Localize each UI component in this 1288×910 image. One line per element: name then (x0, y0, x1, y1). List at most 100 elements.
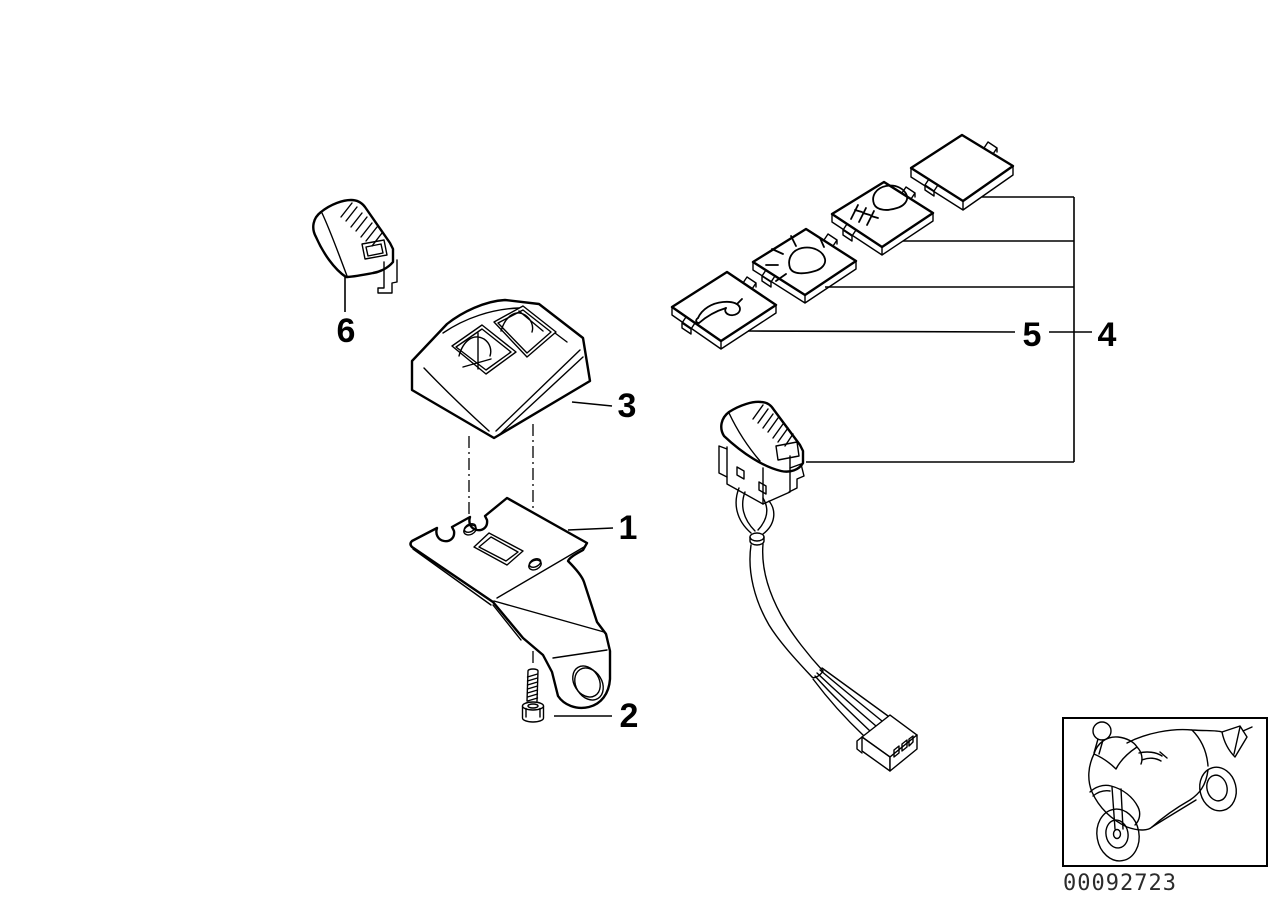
housing-skirt-line (495, 349, 584, 435)
rear-wheel (1199, 766, 1237, 812)
switch-rocker-crease (728, 412, 761, 462)
switch-rocker-window (775, 441, 800, 461)
bracket-thickness-edge (412, 548, 522, 641)
harness-wire-fan (812, 667, 889, 737)
motorcycle-icon (1088, 721, 1253, 862)
switch-side-tab (718, 445, 728, 478)
callout-4[interactable]: 4 (1098, 316, 1117, 354)
callout-1[interactable]: 1 (619, 509, 638, 547)
bracket-square-hole-rim (478, 536, 519, 562)
screw-head-facet (525, 707, 541, 718)
harness-ferrule (749, 532, 765, 546)
fog-light-cap (830, 180, 935, 256)
bracket-arm-hole-rim (572, 665, 601, 698)
wire (816, 672, 877, 727)
rocker-cap-window (361, 239, 388, 260)
front-fender (1089, 784, 1141, 826)
cap-lug (823, 233, 838, 247)
ridge-line (371, 232, 383, 247)
bracket-fold-line (493, 600, 605, 633)
switch-body-slot (758, 481, 767, 495)
ferrule-ring (749, 532, 765, 542)
callout-6[interactable]: 6 (337, 312, 356, 350)
connector-pin-slot (908, 735, 914, 747)
cap-lug (742, 276, 757, 290)
switch-rocker-outline (720, 400, 805, 473)
housing-front-crease (423, 367, 490, 432)
callout-labels: 1 2 3 4 5 6 (337, 312, 1117, 735)
symbol-caps (670, 133, 1015, 350)
front-hub (1105, 819, 1129, 849)
bracket-fold-line (552, 649, 608, 659)
harness-sleeve (749, 543, 824, 679)
horn-cap (670, 270, 778, 350)
part-mounting-bracket (409, 496, 612, 710)
harness-connector (856, 714, 918, 772)
cap-thickness (831, 212, 934, 256)
connector-pin-slot (893, 745, 900, 758)
housing-opening-left (451, 324, 517, 375)
housing-opening-right-detail (500, 310, 544, 333)
switch-body-slot (736, 466, 745, 480)
wire (819, 669, 883, 722)
wire (742, 491, 756, 532)
leader-horn-cap-to-5 (747, 330, 1016, 333)
ridge-line (772, 423, 789, 443)
ref-thumbnail: 00092723 (1062, 717, 1268, 896)
cap-lug (681, 316, 696, 335)
leader-callout-3 (571, 401, 613, 407)
bracket-square-hole (473, 532, 524, 566)
callout-2[interactable]: 2 (620, 697, 639, 735)
blank-cap (909, 133, 1015, 211)
rocker-cap-clip (377, 259, 398, 294)
switch-body-clip (788, 463, 805, 493)
bracket-hole-right-rim (528, 558, 542, 568)
thread-line (526, 693, 539, 698)
sleeve-edge (749, 544, 813, 678)
thread-line (526, 697, 539, 702)
housing-opening-right (493, 305, 557, 358)
thread-line (526, 689, 539, 694)
rocker-cap-ridges (340, 202, 383, 247)
ridge-line (360, 222, 378, 242)
front-axle (1112, 828, 1122, 840)
rear-hub (1206, 774, 1228, 802)
wire (757, 497, 768, 531)
connector-step (856, 736, 863, 754)
rocker-cap-window-inner (365, 243, 384, 257)
headlight-icon (765, 235, 827, 282)
housing-opening-right-rim (497, 309, 552, 354)
headlight-cap (751, 227, 858, 304)
wire (762, 500, 775, 535)
rocker-cap-crease (321, 212, 348, 277)
fairing-outline (1088, 753, 1209, 831)
cap-thickness (752, 260, 857, 304)
fog-light-icon (850, 184, 909, 226)
callout-3[interactable]: 3 (618, 387, 637, 425)
thread-line (526, 685, 539, 690)
part-switch-housing (410, 298, 592, 440)
ferrule-side (749, 536, 765, 546)
front-wheel (1096, 808, 1140, 862)
nose (1136, 746, 1143, 765)
bracket-fold-line (496, 546, 585, 599)
leader-lines (344, 196, 1092, 717)
cap-lug (842, 223, 857, 242)
stamp-code: 00092723 (1063, 871, 1177, 896)
connector-pin-slot (901, 739, 908, 752)
wire (812, 678, 865, 737)
sleeve-edge (761, 543, 824, 672)
leader-callout-1 (567, 527, 614, 531)
cap-thickness (671, 304, 777, 350)
screw-threads (526, 673, 539, 702)
callout-5[interactable]: 5 (1023, 316, 1042, 354)
mirror (1092, 721, 1112, 741)
rear-body (1191, 729, 1209, 767)
cap-lug (983, 141, 998, 155)
tail (1221, 725, 1253, 758)
cap-lug (924, 178, 939, 197)
thread-line (526, 673, 539, 678)
thread-line (526, 681, 539, 686)
